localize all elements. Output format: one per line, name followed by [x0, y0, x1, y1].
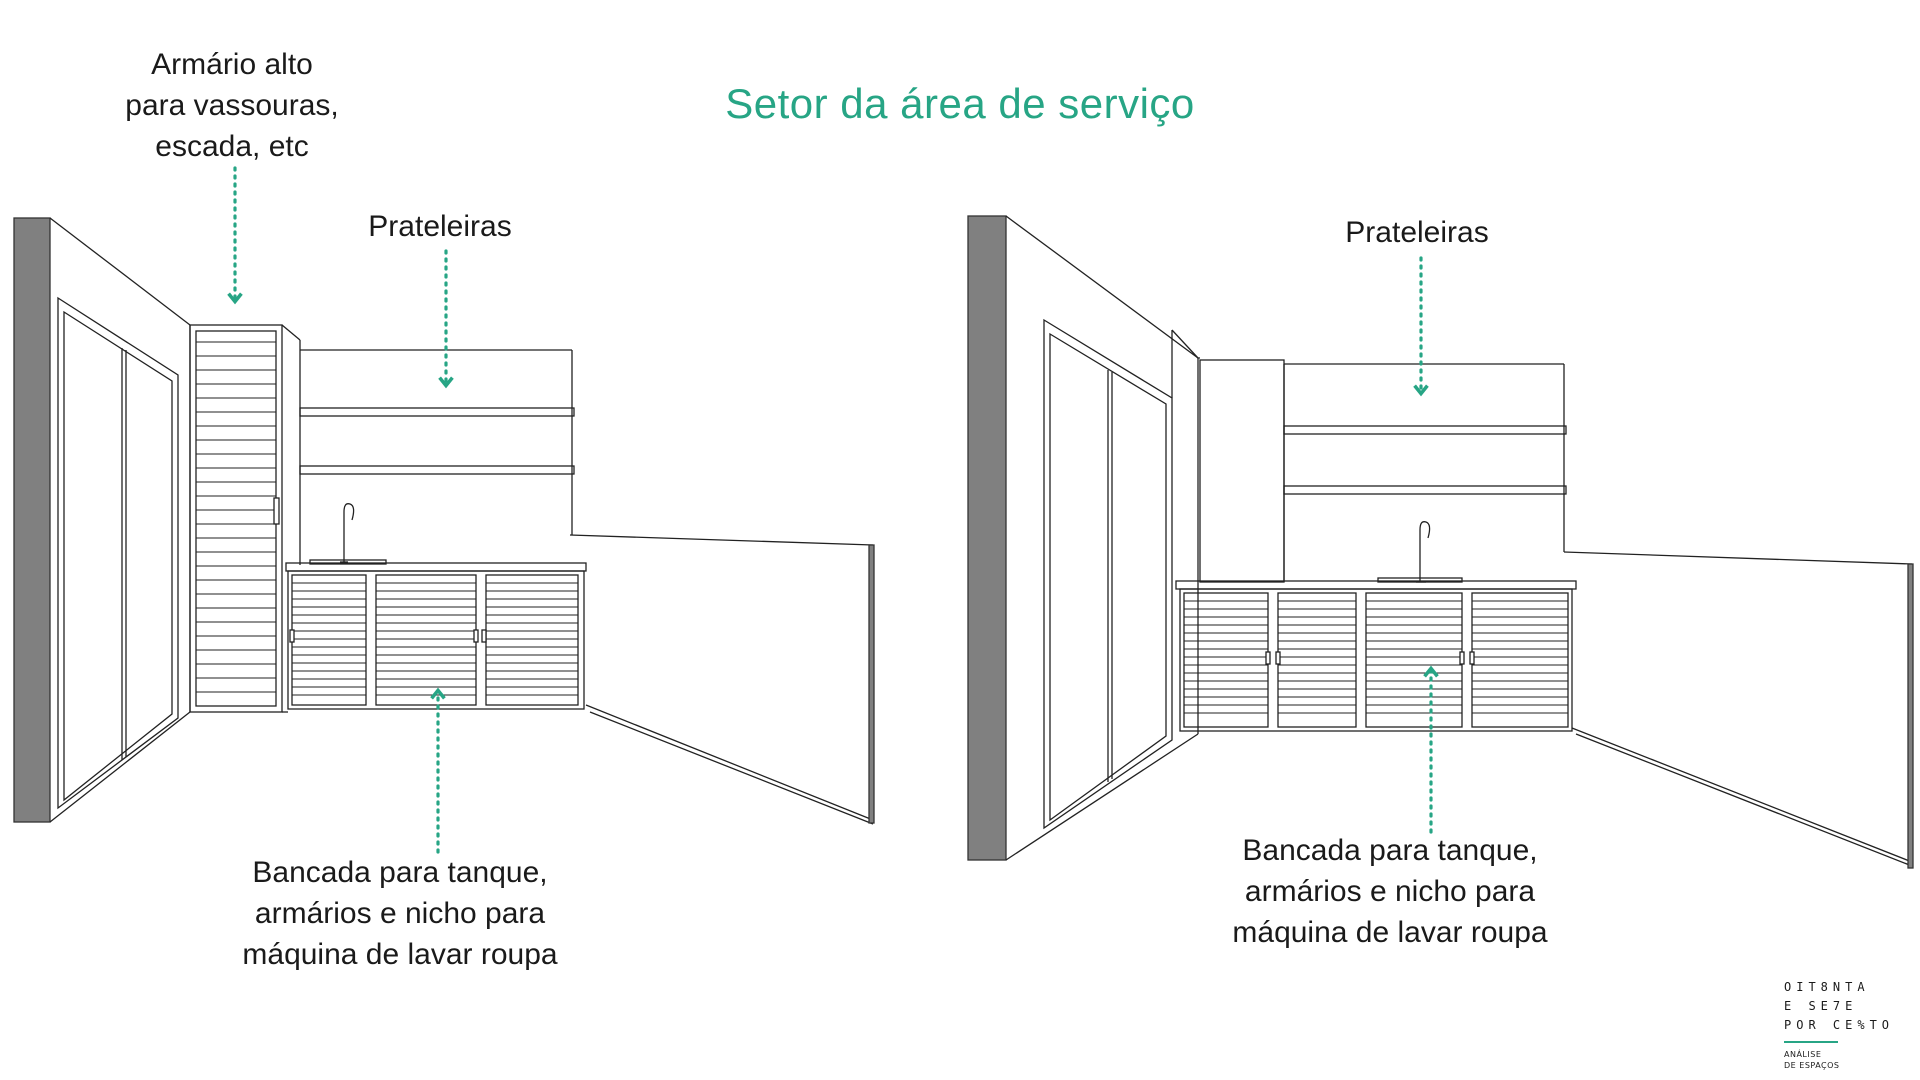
counter-label-left: Bancada para tanque, armários e nicho pa…: [200, 852, 600, 975]
counter-label-left-line-2: armários e nicho para: [254, 897, 546, 930]
right-lower-cabinets: [1179, 588, 1573, 732]
tall-cabinet-label-line-2: para vassouras,: [125, 89, 339, 122]
right-shelves: [1283, 425, 1567, 495]
left-shelves: [299, 407, 575, 475]
right-room-drawing: [967, 215, 1914, 869]
brand-logo: OIT8NTA E SE7E POR CE%TO ANÁLISE DE ESPA…: [1784, 978, 1904, 1071]
left-side-wall: [569, 534, 875, 825]
right-wall-section: [967, 215, 1007, 861]
left-sliding-door: [57, 296, 179, 810]
tall-cabinet-label: Armário alto para vassouras, escada, etc: [82, 44, 382, 167]
counter-label-right-line-2: armários e nicho para: [1244, 875, 1536, 908]
counter-label-right-line-3: máquina de lavar roupa: [1232, 916, 1548, 949]
page-title: Setor da área de serviço: [725, 80, 1195, 127]
tall-cabinet-label-line-3: escada, etc: [155, 130, 309, 163]
left-lower-cabinets: [287, 570, 585, 710]
right-sliding-door: [1043, 318, 1199, 830]
counter-label-right-line-1: Bancada para tanque,: [1242, 834, 1538, 867]
counter-label-left-line-1: Bancada para tanque,: [252, 856, 548, 889]
logo-line-2: E SE7E: [1784, 999, 1858, 1013]
shelves-label-left: Prateleiras: [368, 210, 512, 243]
left-tall-cabinet: [189, 324, 301, 713]
counter-label-right: Bancada para tanque, armários e nicho pa…: [1190, 830, 1590, 953]
logo-subtitle-1: ANÁLISE: [1784, 1050, 1822, 1059]
logo-divider: [1784, 1041, 1838, 1043]
left-faucet: [343, 503, 355, 562]
left-wall-section: [13, 217, 51, 823]
right-faucet: [1419, 521, 1431, 582]
tall-cabinet-label-line-1: Armário alto: [151, 48, 313, 81]
shelves-label-right: Prateleiras: [1345, 216, 1489, 249]
logo-line-1: OIT8NTA: [1784, 980, 1870, 994]
counter-label-left-line-3: máquina de lavar roupa: [242, 938, 558, 971]
logo-subtitle-2: DE ESPAÇOS: [1784, 1061, 1840, 1070]
left-room-drawing: [13, 217, 875, 825]
logo-line-3: POR CE%TO: [1784, 1018, 1895, 1032]
right-side-wall: [1563, 551, 1914, 869]
